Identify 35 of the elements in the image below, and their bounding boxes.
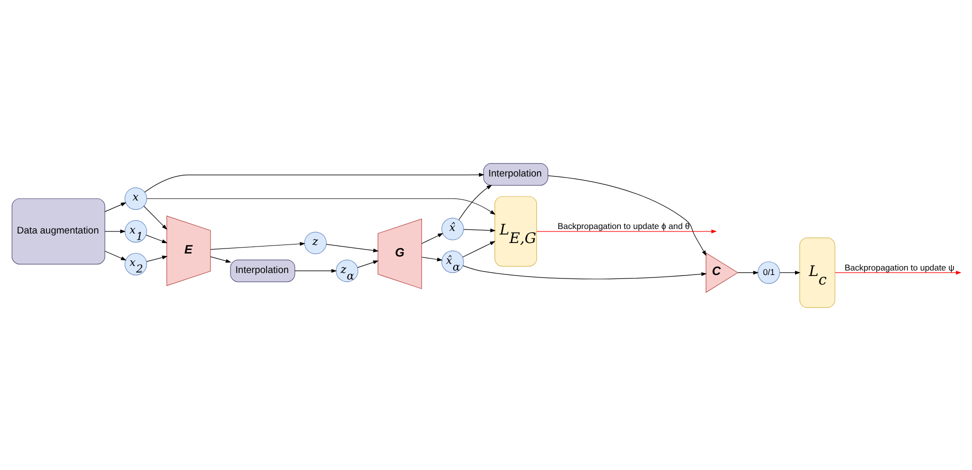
node-circle: x bbox=[124, 186, 147, 210]
arrow bbox=[104, 250, 126, 260]
arrow bbox=[779, 270, 800, 274]
arrow bbox=[547, 174, 706, 256]
arrow bbox=[146, 198, 496, 214]
arrow bbox=[145, 234, 167, 243]
arrow bbox=[210, 241, 305, 250]
arrow bbox=[294, 268, 336, 272]
arrow bbox=[144, 172, 484, 192]
arrow bbox=[210, 256, 231, 262]
arrow bbox=[458, 184, 492, 220]
arrow bbox=[462, 264, 706, 279]
node-circle: 0/1 bbox=[757, 260, 780, 284]
edge-label: Backpropagation to update ϕ and θ bbox=[557, 220, 690, 231]
node-box: Interpolation bbox=[482, 162, 548, 186]
arrow bbox=[420, 232, 443, 244]
node-box: Interpolation bbox=[230, 259, 295, 282]
arrow bbox=[356, 260, 378, 268]
node-circle: x̂ bbox=[440, 217, 464, 240]
arrow bbox=[143, 205, 167, 230]
arrow bbox=[104, 202, 126, 212]
node-box: Data augmentation bbox=[11, 198, 105, 264]
node-box: G bbox=[377, 218, 422, 289]
arrow bbox=[326, 244, 378, 252]
arrow bbox=[462, 240, 495, 257]
arrow bbox=[146, 255, 168, 262]
edge-label: Backpropagation to update ψ bbox=[844, 262, 954, 272]
arrow bbox=[462, 228, 496, 232]
arrow bbox=[104, 228, 126, 233]
arrow bbox=[420, 256, 442, 261]
arrow bbox=[536, 228, 716, 233]
arrow bbox=[737, 270, 758, 274]
arrow bbox=[834, 270, 961, 274]
node-box: E bbox=[166, 215, 210, 286]
node-circle: z bbox=[304, 231, 326, 254]
